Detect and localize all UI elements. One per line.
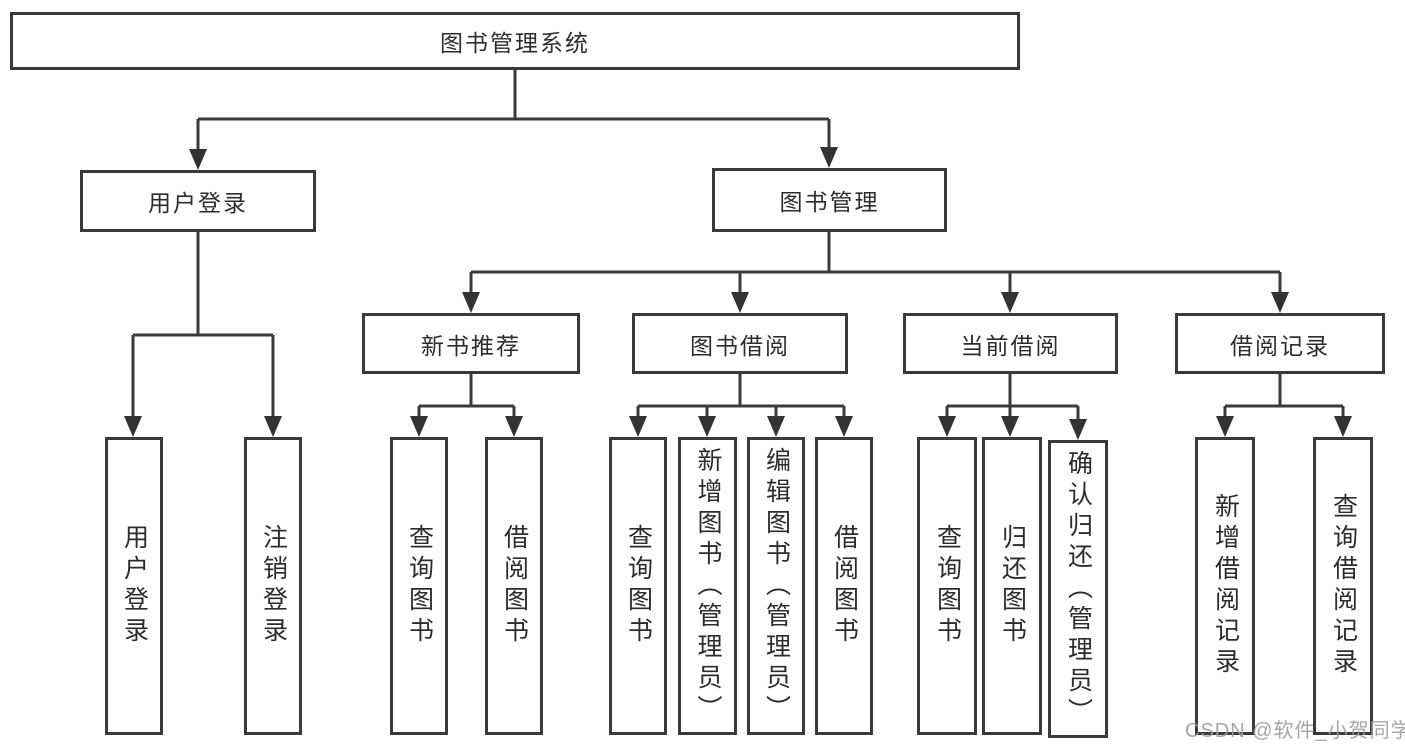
leaf-record-query-record: 查询借阅记录 [1313,437,1373,735]
leaf-borrow-edit-book-admin-label: 编辑图书（管理员） [762,446,791,726]
leaf-record-add-record-label: 新增借阅记录 [1211,493,1240,679]
node-book-borrow: 图书借阅 [632,313,848,374]
csdn-watermark: CSDN @软件_小贺同学 [1185,720,1405,742]
leaf-current-query-book: 查询图书 [917,437,977,735]
leaf-record-add-record: 新增借阅记录 [1195,437,1255,735]
leaf-logout-login-label: 注销登录 [259,524,288,648]
leaf-borrow-borrow-book-label: 借阅图书 [830,524,859,648]
node-book-management: 图书管理 [712,168,947,232]
leaf-record-query-record-label: 查询借阅记录 [1329,493,1358,679]
node-current-borrow-label: 当前借阅 [960,332,1061,359]
leaf-newbook-query-book-label: 查询图书 [405,524,434,648]
leaf-newbook-borrow-book: 借阅图书 [485,437,543,735]
leaf-borrow-query-book-label: 查询图书 [624,524,653,648]
leaf-current-confirm-return-admin-label: 确认归还（管理员） [1064,449,1093,729]
node-book-management-label: 图书管理 [779,189,880,215]
node-user-login: 用户登录 [80,170,316,232]
node-current-borrow: 当前借阅 [903,313,1118,374]
node-borrow-record: 借阅记录 [1175,313,1385,374]
connector-arrowheads [124,147,1352,440]
leaf-current-return-book: 归还图书 [982,437,1042,735]
node-root-label: 图书管理系统 [440,30,590,56]
connector-edges [131,70,1345,422]
node-root: 图书管理系统 [10,12,1020,70]
node-borrow-record-label: 借阅记录 [1230,332,1330,359]
leaf-user-login-label: 用户登录 [120,524,149,648]
node-new-book-recommend: 新书推荐 [362,313,580,374]
leaf-newbook-borrow-book-label: 借阅图书 [500,524,529,648]
leaf-borrow-borrow-book: 借阅图书 [815,437,873,735]
node-book-borrow-label: 图书借阅 [690,332,790,359]
leaf-current-query-book-label: 查询图书 [933,524,962,648]
leaf-current-return-book-label: 归还图书 [998,524,1027,648]
leaf-borrow-edit-book-admin: 编辑图书（管理员） [747,437,805,735]
leaf-borrow-add-book-admin-label: 新增图书（管理员） [694,446,722,726]
node-user-login-label: 用户登录 [148,190,248,216]
leaf-logout-login: 注销登录 [244,437,302,735]
leaf-current-confirm-return-admin: 确认归还（管理员） [1048,440,1108,738]
leaf-borrow-add-book-admin: 新增图书（管理员） [678,437,737,735]
leaf-newbook-query-book: 查询图书 [390,437,448,735]
node-new-book-recommend-label: 新书推荐 [421,332,521,359]
leaf-borrow-query-book: 查询图书 [609,437,667,735]
leaf-user-login: 用户登录 [105,437,163,735]
